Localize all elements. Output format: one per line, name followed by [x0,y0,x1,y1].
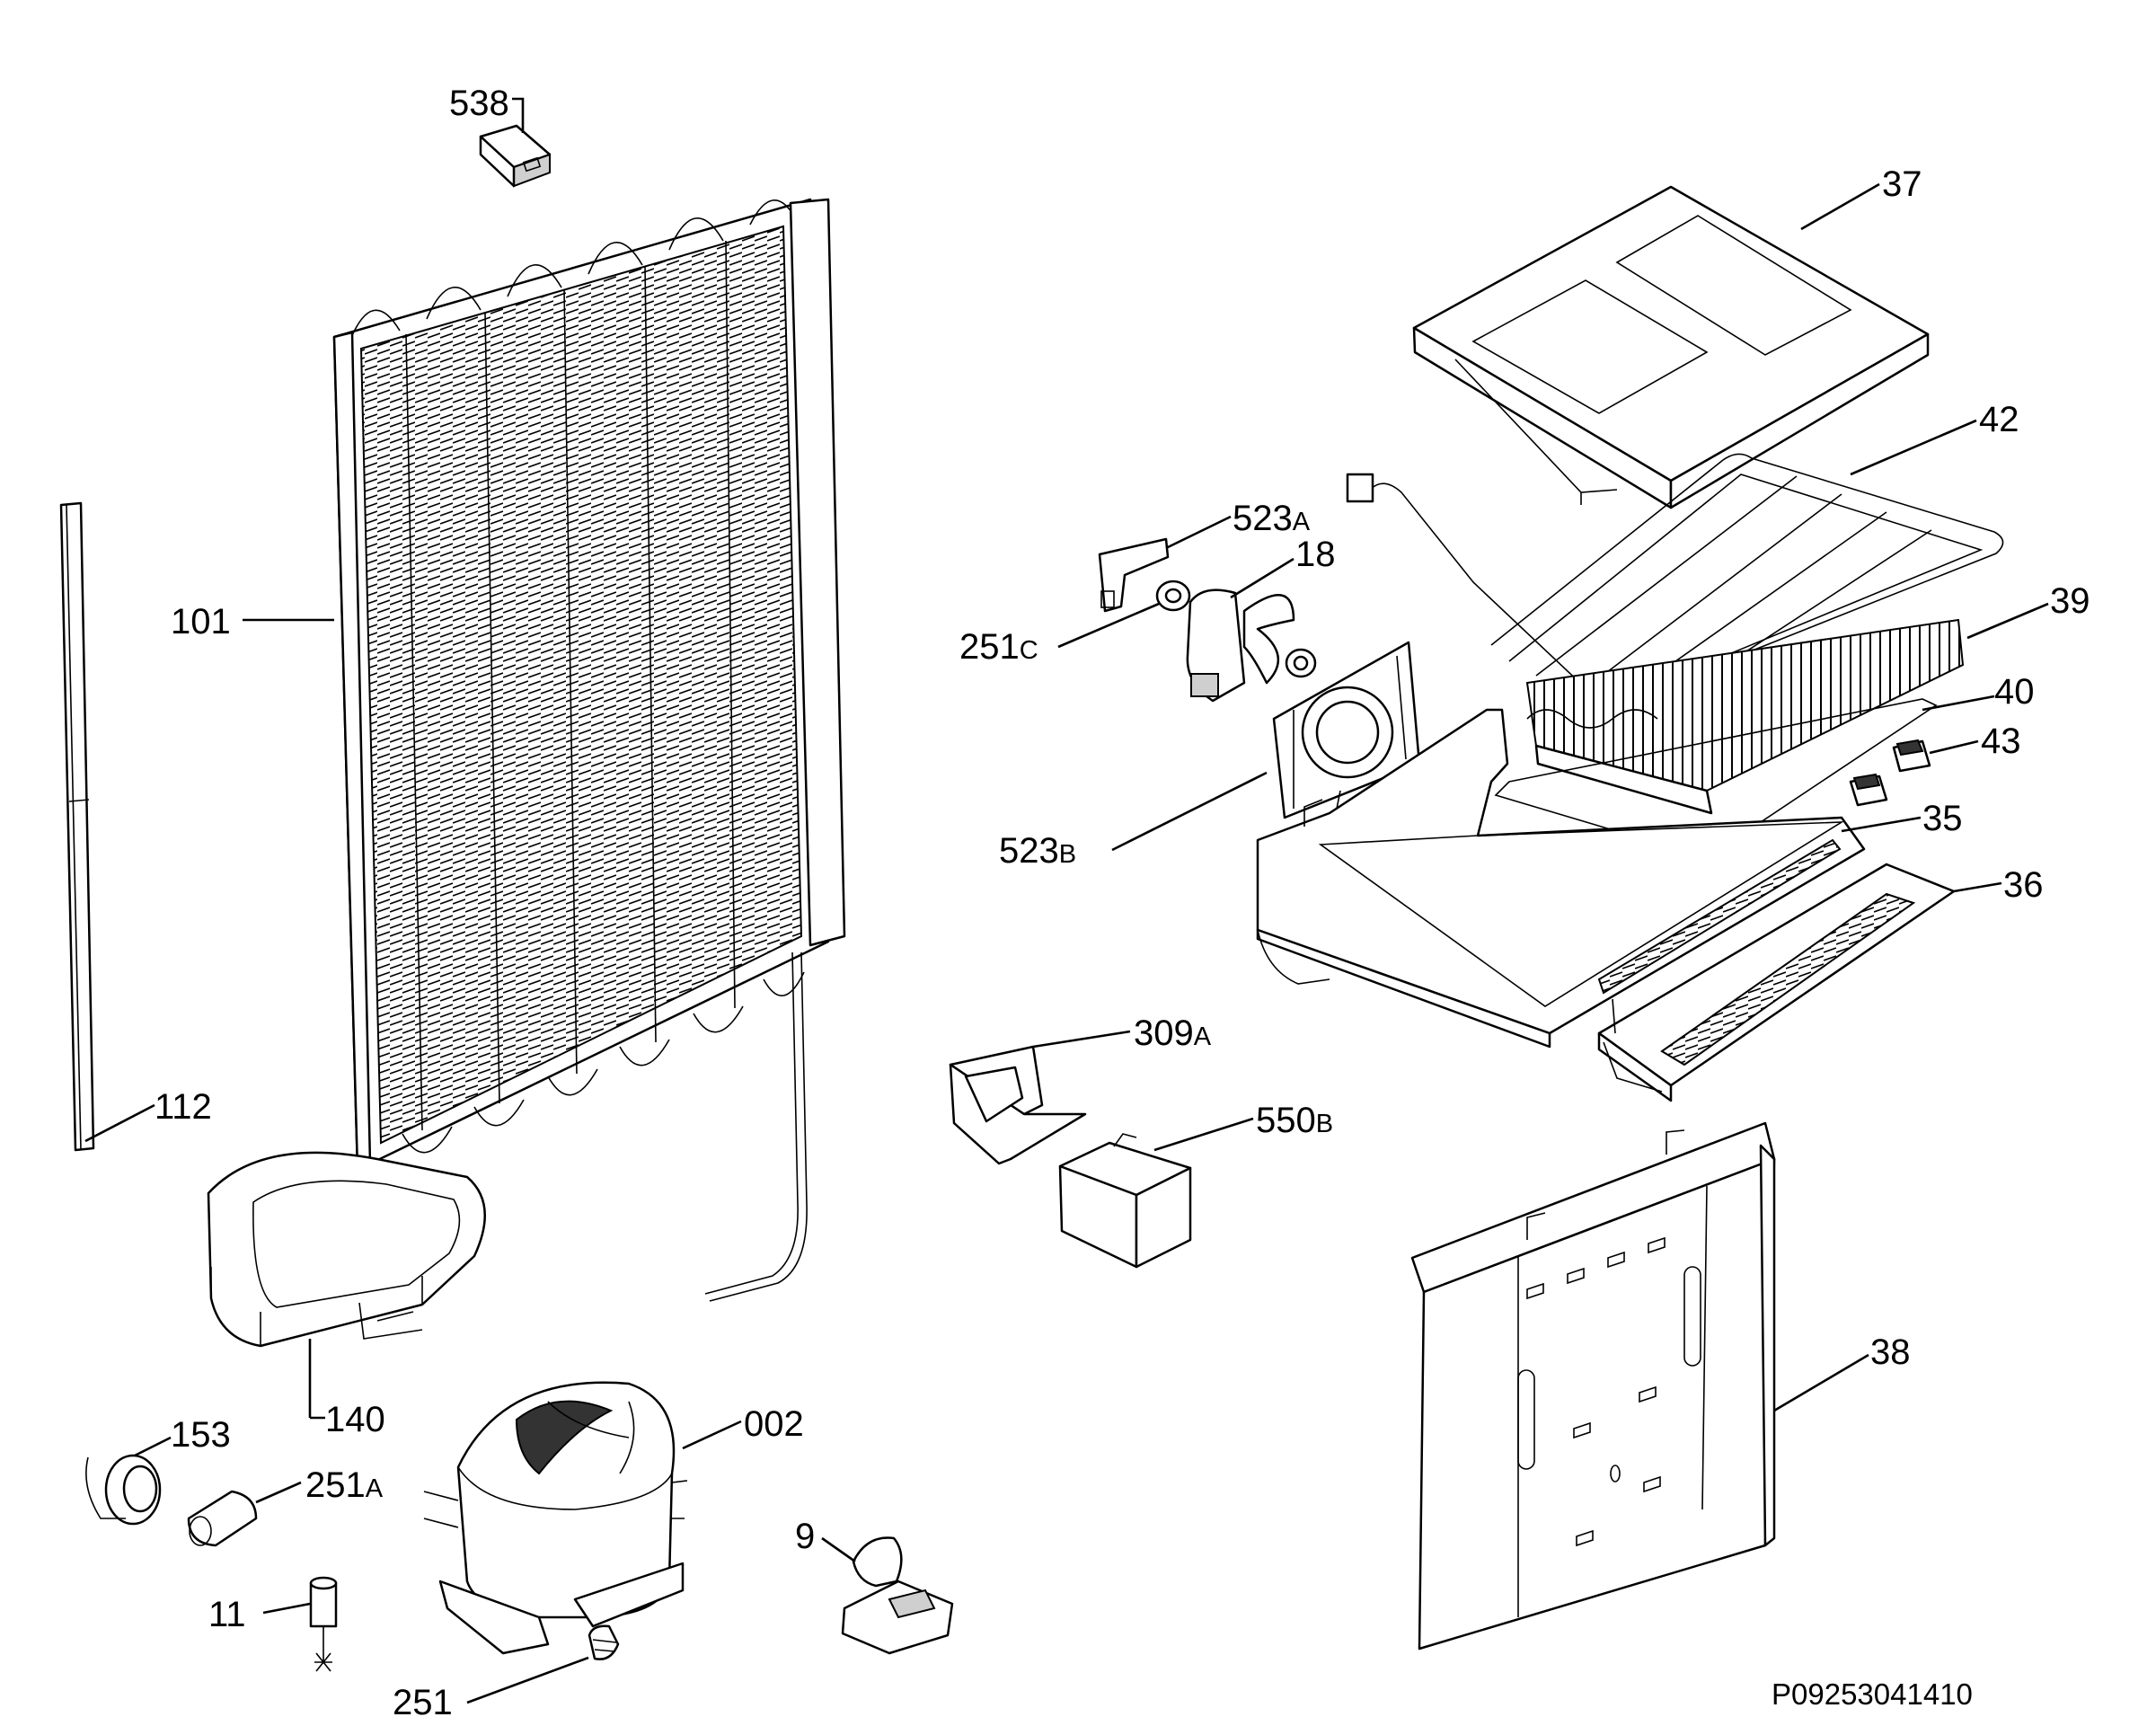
part-labels: 538 101 112 140 153 251A 11 251 002 9 30… [155,84,2090,1717]
label-11: 11 [208,1595,246,1634]
part-251c-bushing [1057,580,1191,649]
label-40: 40 [1994,672,2035,712]
part-43-bulbs [1849,739,1979,807]
part-002-compressor [423,1381,742,1655]
part-39-evaporator [1525,602,2049,815]
label-251c: 251C [959,627,1038,667]
part-523b-fan-shroud [1111,641,1421,852]
label-550b: 550B [1256,1101,1333,1140]
part-9-clamp [821,1536,954,1655]
label-309a: 309A [1134,1013,1212,1053]
label-37: 37 [1882,164,1922,204]
label-523b: 523B [999,831,1076,871]
label-538: 538 [449,84,509,123]
part-37-cover [1412,182,1930,509]
label-39: 39 [2050,581,2090,621]
part-112-strip [59,501,155,1152]
part-36-diffuser [1597,863,2002,1102]
part-18-fan-motor [1186,557,1317,703]
part-40-panel [1494,695,1995,859]
label-18: 18 [1295,535,1336,574]
label-251: 251 [393,1683,453,1717]
part-309a-bracket [949,1030,1131,1165]
part-35-tray [1256,708,1922,1049]
label-101: 101 [171,602,231,642]
part-550b-box [1058,1117,1254,1269]
part-11-valve [262,1576,338,1672]
part-38-back-panel [1410,1121,1869,1651]
label-251a: 251A [305,1465,384,1505]
label-35: 35 [1922,799,1963,838]
label-002: 002 [744,1404,804,1444]
part-523a-bracket [1098,515,1232,613]
part-538-connector [479,124,552,188]
label-153: 153 [171,1415,231,1455]
label-36: 36 [2003,865,2044,905]
label-140: 140 [325,1400,385,1439]
part-101-condenser [243,198,846,1302]
part-140-drip-tray [207,1151,486,1420]
part-251a-sleeve [187,1481,302,1547]
part-42-heater [1346,419,2004,720]
label-9: 9 [795,1517,815,1556]
part-153-grommet [85,1436,172,1526]
drawing-code: P09253041410 [1772,1677,1973,1711]
label-112: 112 [155,1087,212,1127]
label-523a: 523A [1233,499,1311,538]
label-38: 38 [1870,1332,1911,1372]
label-43: 43 [1981,721,2021,761]
label-42: 42 [1979,400,2019,439]
part-251-foot [466,1624,620,1704]
